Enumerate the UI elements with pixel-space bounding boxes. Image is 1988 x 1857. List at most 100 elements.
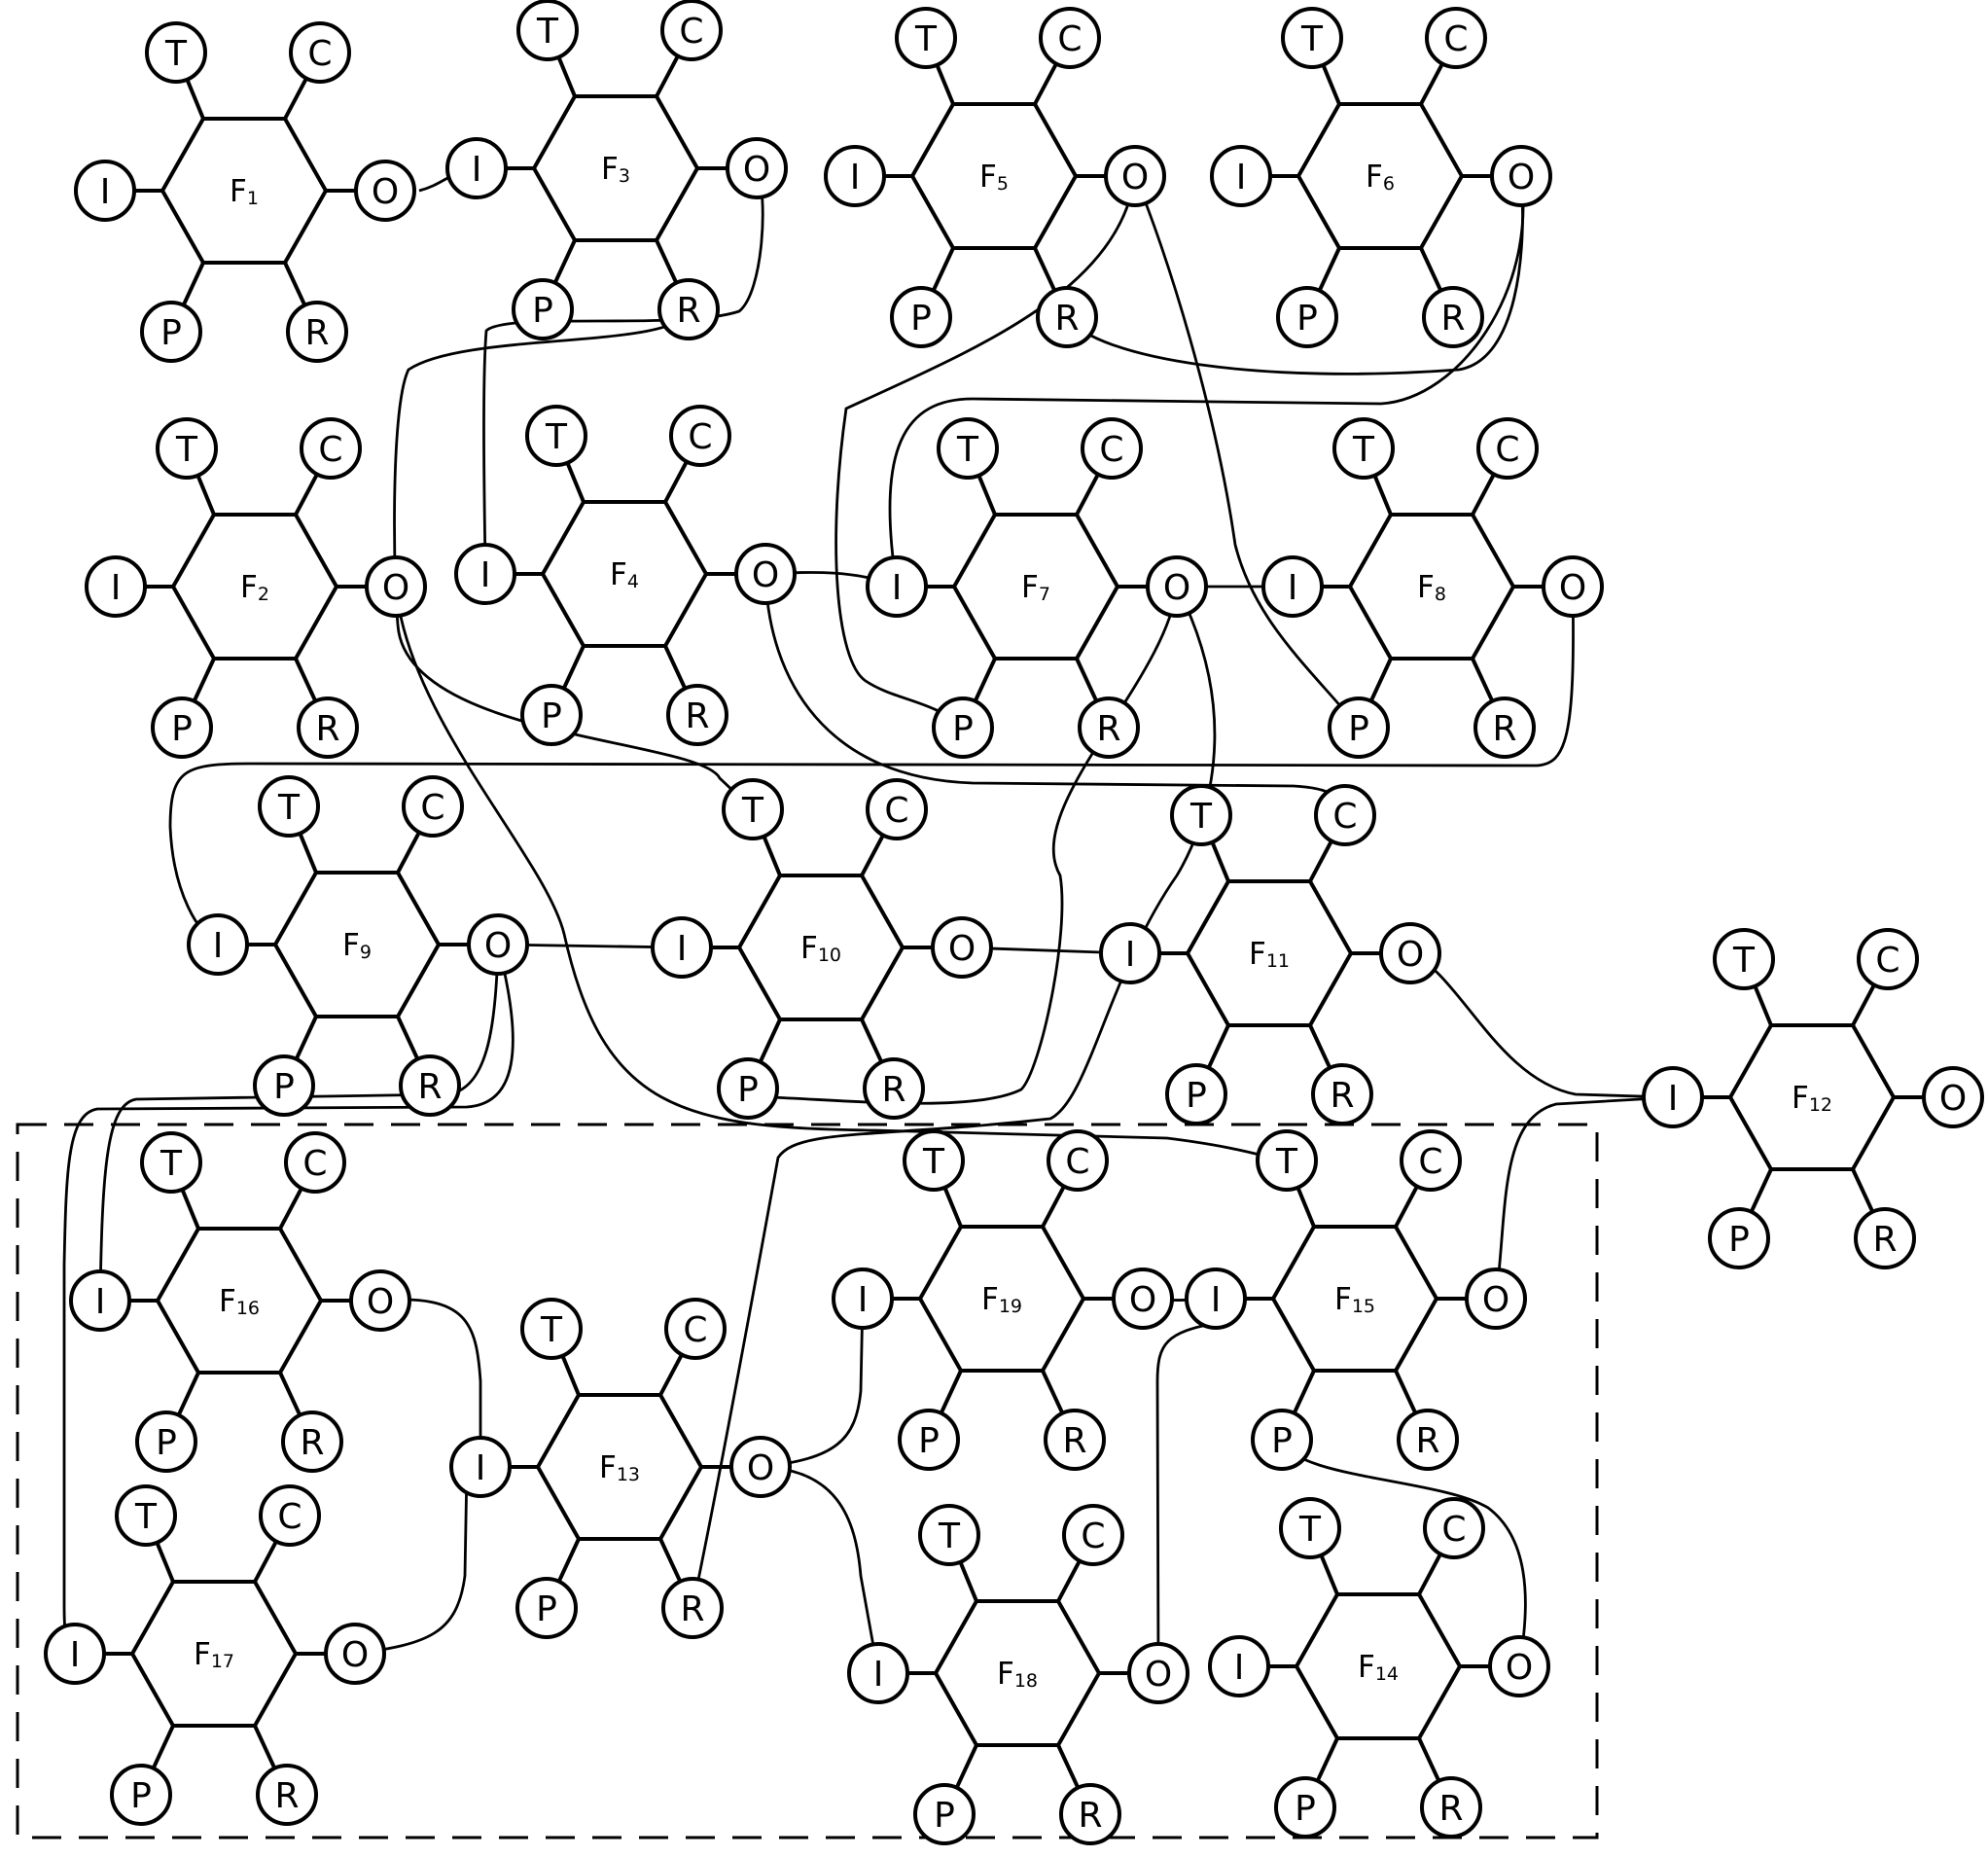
port-circle (253, 1054, 315, 1117)
port-label: T (741, 791, 764, 831)
port-i-f16: I (69, 1269, 131, 1332)
coupling-wire-f9-o-to-f16-i (98, 944, 500, 1302)
port-circle (1488, 1635, 1550, 1697)
port-label: R (1078, 1796, 1102, 1836)
port-t-f5: T (895, 7, 957, 69)
port-circle (666, 684, 728, 746)
port-label: P (160, 313, 182, 353)
function-label-letter: F (981, 1282, 999, 1317)
spoke-t (195, 474, 216, 516)
function-label-index: 12 (1809, 1094, 1832, 1116)
spoke-c (663, 460, 689, 503)
port-circle (661, 1577, 724, 1639)
port-label: P (171, 709, 193, 749)
function-label-letter: F (800, 931, 818, 966)
function-label-letter: F (1358, 1650, 1375, 1685)
port-circle (717, 1057, 779, 1120)
port-label: I (677, 929, 688, 969)
port-r-f2: R (297, 696, 359, 759)
port-c-f13: C (664, 1298, 727, 1360)
port-o-f13: O (729, 1436, 792, 1498)
port-circle (516, 0, 579, 61)
port-label: P (918, 1421, 940, 1461)
port-i-f10: I (651, 916, 713, 979)
function-hexagon (1347, 513, 1516, 661)
spoke-p (1206, 1024, 1230, 1069)
port-o-f18: O (1127, 1642, 1189, 1704)
port-circle (660, 0, 723, 61)
port-circle (1261, 555, 1324, 618)
function-label-index: 2 (258, 584, 269, 605)
port-label: T (922, 1142, 945, 1182)
spoke-p (556, 1538, 581, 1583)
port-label: T (175, 430, 198, 470)
port-o-f2: O (365, 555, 427, 618)
function-hexagon (1270, 1225, 1439, 1373)
coupling-wire-f9-o-to-f17-i (62, 944, 515, 1656)
function-label-letter: F (601, 152, 619, 187)
spoke-c (283, 77, 308, 120)
port-label: R (304, 313, 329, 353)
port-t-f12: T (1713, 928, 1775, 990)
port-p-f1: P (140, 301, 202, 363)
function-label-letter: F (1334, 1282, 1352, 1317)
spoke-c (1075, 473, 1100, 516)
port-circle (1251, 1409, 1313, 1471)
port-p-f10: P (717, 1057, 779, 1120)
function-label-index: 19 (999, 1296, 1022, 1317)
port-c-f14: C (1423, 1497, 1485, 1559)
port-label: C (302, 1144, 327, 1184)
port-circle (1490, 145, 1552, 207)
port-label: R (1492, 709, 1516, 749)
function-label-letter: F (230, 174, 247, 209)
function-label-index: 5 (997, 173, 1009, 195)
function-label: F18 (997, 1657, 1038, 1692)
port-label: T (545, 417, 568, 457)
port-label: I (1288, 568, 1298, 608)
port-circle (1078, 696, 1140, 759)
port-circle (863, 1057, 925, 1120)
port-circle (135, 1411, 197, 1473)
port-i-f14: I (1208, 1635, 1270, 1697)
port-c-f15: C (1400, 1129, 1462, 1192)
port-i-f11: I (1099, 922, 1161, 984)
port-p-f7: P (932, 696, 994, 759)
spoke-t (560, 1354, 581, 1396)
port-circle (734, 543, 797, 605)
port-label: R (417, 1067, 442, 1107)
spoke-t (180, 1188, 200, 1230)
spoke-p (931, 247, 955, 292)
port-label: P (1186, 1076, 1207, 1116)
spoke-c (1056, 1559, 1082, 1602)
spoke-t (1210, 840, 1230, 882)
function-label-letter: F (194, 1637, 211, 1672)
port-circle (1465, 1268, 1527, 1330)
port-p-f19: P (898, 1409, 960, 1471)
function-hexagon (1294, 1592, 1463, 1740)
port-circle (1379, 922, 1441, 984)
port-label: O (1397, 935, 1424, 975)
port-circle (365, 555, 427, 618)
port-o-f19: O (1112, 1268, 1174, 1330)
spoke-p (954, 1744, 978, 1789)
port-circle (1542, 555, 1604, 618)
port-circle (258, 775, 320, 838)
function-label: F9 (342, 928, 372, 963)
function-label: F14 (1358, 1650, 1399, 1685)
port-label: O (948, 929, 976, 969)
port-circle (1400, 1129, 1462, 1192)
port-circle (297, 696, 359, 759)
function-hexagon (540, 500, 709, 648)
port-label: P (1348, 709, 1369, 749)
port-label: T (540, 1310, 563, 1350)
port-p-f18: P (913, 1783, 976, 1845)
port-c-f4: C (669, 405, 731, 467)
